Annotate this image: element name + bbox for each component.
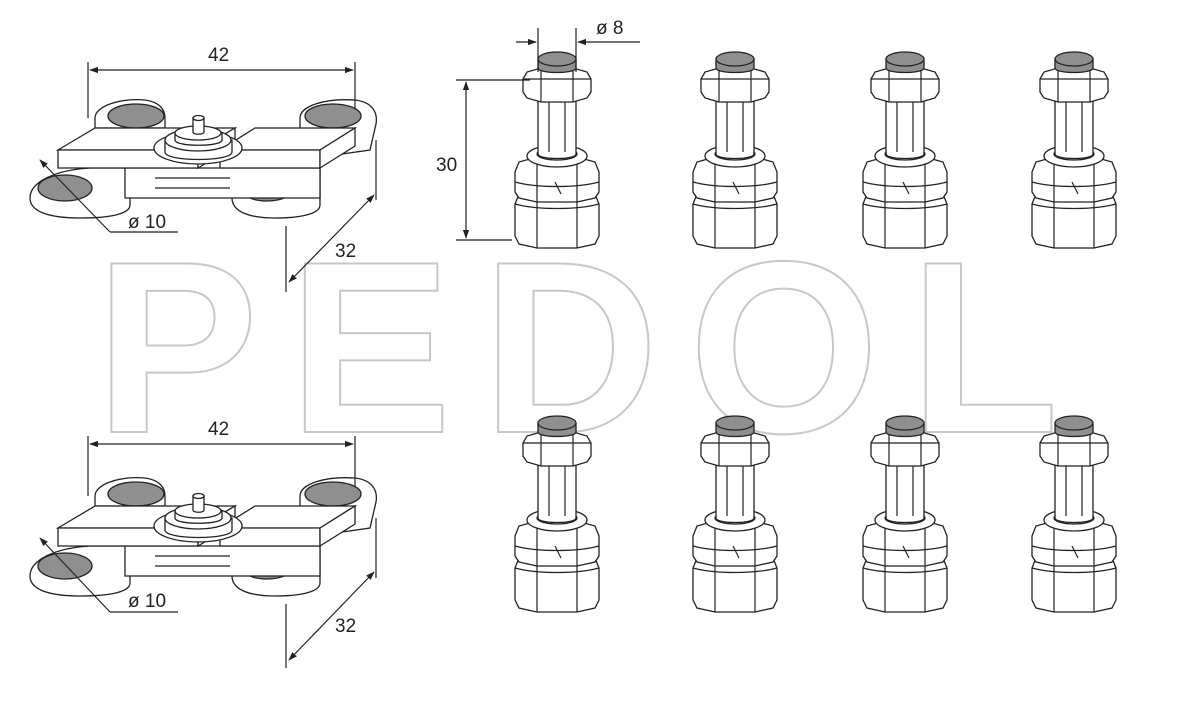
dimension-pin-diameter: ø 8: [516, 18, 640, 72]
dimension-depth-top: 32: [285, 140, 377, 292]
pin-diameter-label: ø 8: [596, 18, 623, 39]
diameter-label-bottom: ø 10: [128, 591, 166, 612]
dimension-diameter-top: ø 10: [39, 159, 178, 233]
contact-pin: [692, 51, 778, 249]
dimension-width-top: 42: [87, 45, 356, 118]
watermark: PEDOL: [95, 210, 1089, 484]
contact-pin: [1031, 415, 1117, 613]
dimension-diameter-bottom: ø 10: [39, 537, 178, 613]
contact-pin: [862, 51, 948, 249]
contact-bridge-bottom: [29, 477, 378, 597]
dimension-pin-height: 30: [436, 79, 530, 241]
contact-pin: [514, 415, 600, 613]
pin-height-label: 30: [436, 155, 457, 176]
contact-pin: [692, 415, 778, 613]
dimension-width-bottom: 42: [87, 419, 356, 496]
depth-label-top: 32: [335, 241, 356, 262]
width-label-bottom: 42: [208, 419, 229, 440]
contact-pin: [862, 415, 948, 613]
depth-label-bottom: 32: [335, 616, 356, 637]
contact-pin: [514, 51, 600, 249]
dimension-depth-bottom: 32: [285, 518, 377, 668]
contact-bridge-top: [29, 99, 378, 219]
diameter-label-top: ø 10: [128, 212, 166, 233]
width-label-top: 42: [208, 45, 229, 66]
contact-pin: [1031, 51, 1117, 249]
